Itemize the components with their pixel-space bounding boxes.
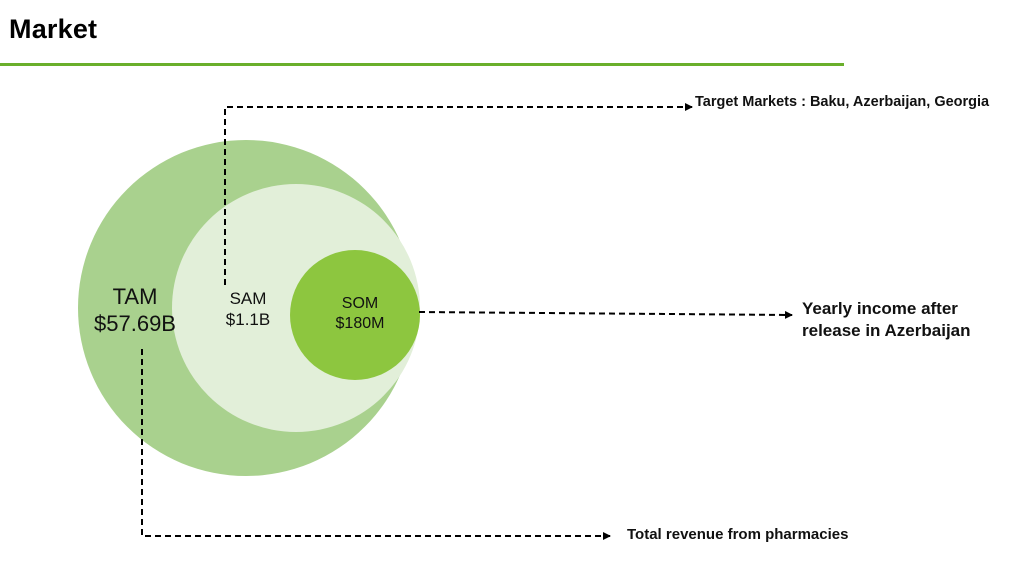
som-name: SOM — [341, 295, 379, 312]
yearly-income-connector — [418, 310, 793, 319]
yearly-income-annotation: Yearly income after release in Azerbaija… — [802, 299, 971, 341]
sam-label: SAM $1.1B — [208, 289, 288, 330]
sam-value: $1.1B — [225, 309, 271, 329]
page-title: Market — [9, 14, 98, 44]
target-markets-annotation: Target Markets : Baku, Azerbaijan, Georg… — [695, 94, 990, 110]
sam-name: SAM — [229, 289, 267, 308]
total-revenue-annotation: Total revenue from pharmacies — [627, 526, 849, 543]
tam-value: $57.69B — [94, 310, 176, 336]
som-label: SOM $180M — [320, 294, 400, 333]
total-revenue-connector — [141, 349, 611, 540]
som-value: $180M — [335, 314, 385, 332]
tam-name: TAM — [112, 284, 158, 309]
tam-label: TAM $57.69B — [80, 284, 190, 338]
title-underline — [0, 63, 844, 66]
som-circle — [290, 250, 420, 380]
